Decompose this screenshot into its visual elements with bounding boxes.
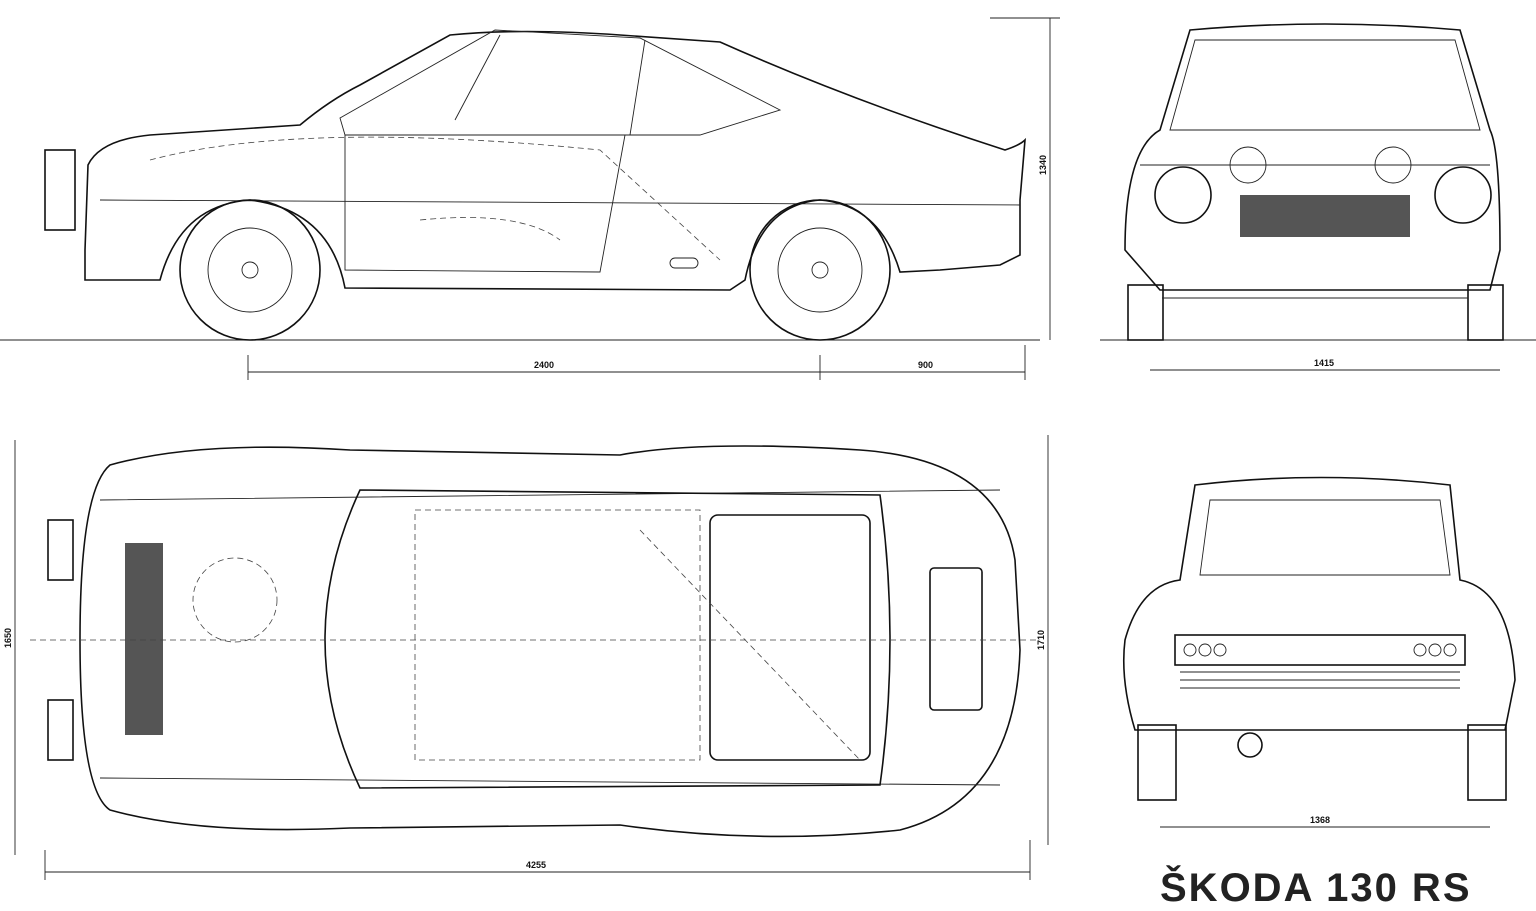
aux-lamp-left (1229, 146, 1267, 184)
rally-lamp-left (47, 519, 74, 581)
spare-wheel-hidden (192, 557, 278, 643)
front-tire-right (1467, 284, 1504, 341)
dim-length: 4255 (526, 860, 546, 870)
dim-wheelbase: 2400 (534, 360, 554, 370)
side-door (344, 134, 626, 273)
front-grille (1240, 195, 1410, 237)
front-vent (125, 543, 163, 735)
headlight-left (1154, 166, 1212, 224)
top-body-outline (79, 445, 1021, 838)
rear-tire-right (1467, 724, 1507, 801)
rear-wheel-rim (777, 227, 863, 313)
side-body-outline (84, 30, 1026, 291)
tail-light (1198, 643, 1212, 657)
front-wheel-hub (241, 261, 259, 279)
rally-lamps (44, 149, 76, 231)
tail-light (1213, 643, 1227, 657)
roof-outline (324, 489, 891, 789)
blueprint-title: ŠKODA 130 RS (1160, 866, 1472, 910)
rear-tire-left (1137, 724, 1177, 801)
rear-wheel-hub (811, 261, 829, 279)
front-wheel-rim (207, 227, 293, 313)
tail-light (1413, 643, 1427, 657)
dim-front-track: 1415 (1314, 358, 1334, 368)
dim-width-left: 1650 (3, 628, 13, 648)
tail-light (1443, 643, 1457, 657)
b-pillar (629, 39, 646, 136)
rear-wheel (749, 199, 891, 341)
rear-window (1199, 499, 1451, 576)
interior-hidden-lines (149, 136, 721, 261)
windshield (1169, 39, 1481, 131)
tail-light (1183, 643, 1197, 657)
top-side-lines (99, 489, 1001, 786)
side-windows (339, 29, 782, 136)
rear-window (709, 514, 871, 761)
rear-lights-panel (1174, 634, 1466, 666)
dim-height: 1340 (1038, 155, 1048, 175)
top-view (30, 445, 1040, 838)
rally-lamp-right (47, 699, 74, 761)
headlight-right (1434, 166, 1492, 224)
front-wheel (179, 199, 321, 341)
side-marker (669, 257, 699, 269)
rear-vent (929, 567, 983, 711)
tail-light (1428, 643, 1442, 657)
dim-rear-overhang: 900 (918, 360, 933, 370)
interior-hidden-lines (414, 509, 861, 761)
dim-rear-track: 1368 (1310, 815, 1330, 825)
exhaust (1237, 732, 1263, 758)
a-pillar (454, 34, 501, 121)
front-body-outline (1124, 23, 1501, 291)
aux-lamp-right (1374, 146, 1412, 184)
front-tire-left (1127, 284, 1164, 341)
dim-width-right: 1710 (1036, 630, 1046, 650)
rear-grille-slats (1180, 671, 1460, 689)
front-view (1100, 23, 1536, 341)
rear-view (1122, 476, 1516, 801)
car-blueprint: 2400 900 1340 1415 1650 1710 (0, 17, 1536, 880)
rear-body-outline (1122, 476, 1516, 731)
side-view (0, 29, 1040, 341)
